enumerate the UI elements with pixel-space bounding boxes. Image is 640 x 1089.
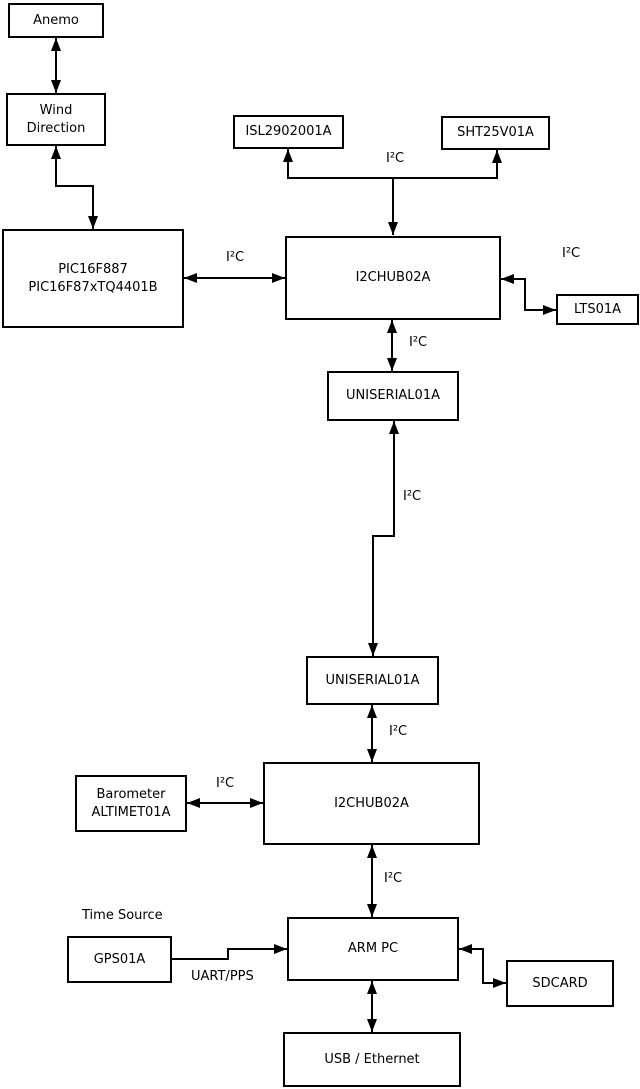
node-anemo: Anemo <box>8 3 104 38</box>
node-uniserial01a-top: UNISERIAL01A <box>327 371 459 421</box>
label-i2c-hub-lts: I²C <box>562 246 581 261</box>
node-i2chub02a-top: I2CHUB02A <box>285 236 501 320</box>
label-i2c-hub-armpc: I²C <box>384 871 403 886</box>
label-time-source: Time Source <box>82 908 163 923</box>
node-i2chub02a-bottom: I2CHUB02A <box>263 762 480 845</box>
connector-i2chub-top-lts <box>501 274 556 315</box>
node-arm-pc: ARM PC <box>287 917 459 981</box>
node-wind-direction: Wind Direction <box>6 93 106 146</box>
node-lts01a: LTS01A <box>556 294 639 325</box>
label-i2c-hub-uniserial-top: I²C <box>409 335 428 350</box>
node-usb-ethernet: USB / Ethernet <box>283 1032 461 1087</box>
node-sht25v01a: SHT25V01A <box>441 116 550 150</box>
node-gps01a: GPS01A <box>67 936 172 983</box>
label-i2c-uniserial-hub-bottom: I²C <box>389 724 408 739</box>
label-i2c-isl-sht: I²C <box>386 151 405 166</box>
node-pic16f887: PIC16F887 PIC16F87xTQ4401B <box>2 229 184 328</box>
label-i2c-pic-hub: I²C <box>226 250 245 265</box>
node-uniserial01a-bottom: UNISERIAL01A <box>306 656 439 705</box>
node-barometer-altimet01a: Barometer ALTIMET01A <box>75 775 187 832</box>
node-sdcard: SDCARD <box>506 960 614 1007</box>
node-isl2902001a: ISL2902001A <box>233 115 344 149</box>
label-i2c-barometer-hub: I²C <box>216 776 235 791</box>
connector-gps-armpc <box>172 944 287 960</box>
connector-winddirection-pic <box>51 146 98 229</box>
label-uart-pps: UART/PPS <box>191 969 254 984</box>
label-i2c-uniserial-link: I²C <box>403 489 422 504</box>
connector-armpc-sdcard <box>459 944 506 988</box>
connector-uniserial-top-uniserial-bottom <box>368 421 399 656</box>
